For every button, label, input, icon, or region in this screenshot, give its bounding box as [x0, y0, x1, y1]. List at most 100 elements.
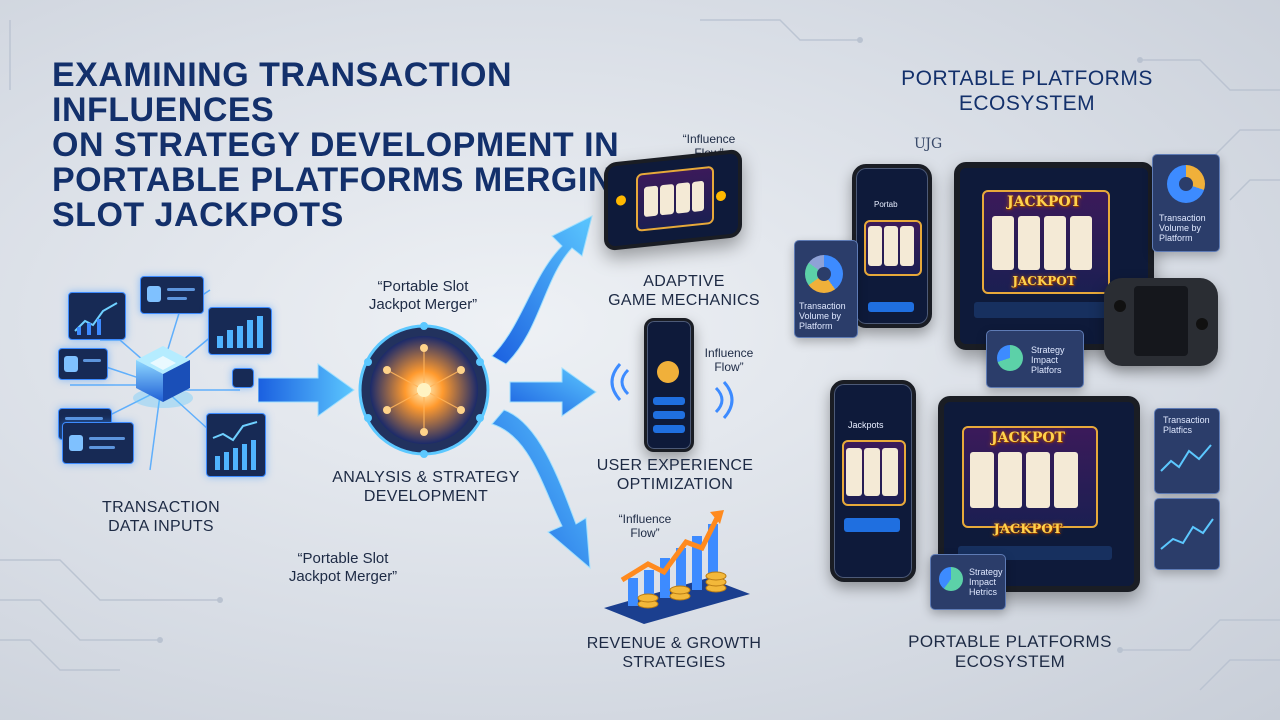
label-line: STRATEGIES — [622, 654, 726, 671]
quote-line: Jackpot Merger” — [368, 296, 478, 313]
quote-line: “Portable Slot — [377, 278, 469, 295]
arrow-down-icon — [491, 409, 591, 570]
arrow-right-icon — [509, 367, 597, 417]
card-text: Strategy Impact Platfors — [1031, 345, 1081, 375]
label-line: ANALYSIS & STRATEGY — [332, 469, 520, 486]
data-card-icon — [232, 368, 254, 388]
data-card-profile — [62, 422, 134, 464]
label-line: TRANSACTION — [102, 499, 220, 516]
card-line: Platform — [1159, 233, 1193, 243]
tablet-slot-game — [604, 148, 742, 252]
card-text: Strategy Impact Hetrics — [969, 567, 1005, 597]
title-line: PORTABLE PLATFORMS — [901, 67, 1153, 90]
arrow-right-icon — [258, 363, 355, 417]
user-icon — [147, 286, 161, 302]
ecosystem-title: PORTABLE PLATFORMS ECOSYSTEM — [852, 66, 1202, 116]
quote-line: Influence — [704, 346, 754, 360]
influence-quote: Influence Flow” — [694, 346, 764, 374]
label-line: ADAPTIVE — [643, 273, 725, 290]
data-cube-icon — [133, 346, 193, 408]
signal-waves-icon — [610, 363, 630, 401]
data-card-profile — [58, 348, 108, 380]
label-line: GAME MECHANICS — [608, 292, 760, 309]
card-line: Platfics — [1163, 425, 1193, 435]
jackpot-banner: JACKPOT — [993, 522, 1063, 537]
influence-quote: “Influence Flow” — [600, 512, 690, 540]
hub-label: ANALYSIS & STRATEGY DEVELOPMENT — [326, 468, 526, 506]
card-line: Transaction — [1159, 213, 1206, 223]
title-line: SLOT JACKPOTS — [52, 196, 344, 234]
title-line: PORTABLE PLATFORMS — [908, 632, 1112, 651]
tablet-slot-game: JACKPOT JACKPOT — [938, 396, 1140, 592]
title-line: ECOSYSTEM — [954, 652, 1066, 671]
ecosystem-bottom-title: PORTABLE PLATFORMS ECOSYSTEM — [880, 632, 1140, 672]
card-line: Volume by — [799, 311, 842, 321]
brand-logo: UJG — [914, 136, 943, 152]
hub-quote: “Portable Slot Jackpot Merger” — [338, 278, 508, 314]
info-card-strategy: Strategy Impact Hetrics — [930, 554, 1006, 610]
jackpot-banner: JACKPOT — [1007, 194, 1081, 210]
phone-slot-game: Jackpots — [830, 380, 916, 582]
jackpot-banner: JACKPOT — [991, 430, 1065, 446]
data-card-bars — [208, 307, 272, 355]
label-line: DEVELOPMENT — [363, 488, 489, 505]
info-card-trend — [1154, 498, 1220, 570]
user-icon — [69, 435, 83, 451]
label-line: DATA INPUTS — [108, 518, 214, 535]
phone-header: Portab — [874, 200, 898, 209]
quote-line: “Portable Slot — [297, 550, 389, 567]
quote-line: “Influence — [682, 132, 736, 146]
line-chart-icon — [1160, 518, 1214, 550]
phone-header: Jackpots — [848, 420, 884, 430]
bar-chart-icon — [74, 302, 118, 335]
card-text: Transaction Platfics — [1163, 415, 1217, 435]
card-line: Transaction — [1163, 415, 1210, 425]
quote-line: Flow” — [714, 360, 744, 374]
quote-line: Flow” — [630, 526, 660, 540]
label-line: USER EXPERIENCE — [596, 457, 754, 474]
card-line: Platfors — [1031, 365, 1062, 375]
title-line: EXAMINING TRANSACTION INFLUENCES — [52, 56, 513, 129]
info-card-transaction: Transaction Platfics — [1154, 408, 1220, 494]
growth-chart-icon — [604, 510, 750, 624]
label-line: OPTIMIZATION — [616, 476, 734, 493]
title-line: ECOSYSTEM — [958, 92, 1096, 115]
output-label-ux: USER EXPERIENCE OPTIMIZATION — [590, 456, 760, 494]
phone-ux — [644, 318, 694, 452]
quote-line: “Influence — [618, 512, 672, 526]
phone-slot-game: Portab — [852, 164, 932, 328]
card-line: Strategy — [1031, 345, 1065, 355]
title-line: PORTABLE PLATFORMS MERGING — [52, 161, 640, 199]
data-card-profile — [140, 276, 204, 314]
branch-arrows — [491, 215, 597, 570]
output-label-revenue: REVENUE & GROWTH STRATEGIES — [584, 634, 764, 672]
pie-chart-icon — [939, 567, 963, 591]
label-line: REVENUE & GROWTH — [586, 635, 762, 652]
card-line: Platform — [799, 321, 833, 331]
bar-chart-icon — [212, 421, 258, 470]
line-chart-icon — [1160, 444, 1212, 472]
data-card-chart — [68, 292, 126, 340]
card-line: Impact — [1031, 355, 1059, 365]
card-line: Volume by — [1159, 223, 1202, 233]
strategy-hub-icon — [358, 322, 490, 458]
card-line: Strategy — [969, 567, 1003, 577]
quote-line: Jackpot Merger” — [288, 568, 398, 585]
info-card-strategy: Strategy Impact Platfors — [986, 330, 1084, 388]
info-card-volume: Transaction Volume by Platform — [1152, 154, 1220, 252]
page-title: EXAMINING TRANSACTION INFLUENCES ON STRA… — [52, 58, 732, 233]
card-line: Transaction — [799, 301, 846, 311]
lower-quote: “Portable Slot Jackpot Merger” — [258, 550, 428, 586]
user-icon — [64, 356, 78, 372]
data-card-bars — [206, 413, 266, 477]
pie-chart-icon — [997, 345, 1023, 371]
info-card-volume: Transaction Volume by Platform — [794, 240, 858, 338]
handheld-console — [1104, 278, 1218, 366]
output-label-mechanics: ADAPTIVE GAME MECHANICS — [604, 272, 764, 310]
inputs-label: TRANSACTION DATA INPUTS — [86, 498, 236, 536]
title-line: ON STRATEGY DEVELOPMENT IN — [52, 126, 620, 164]
signal-waves-icon — [714, 381, 734, 419]
bar-chart-icon — [217, 316, 263, 348]
arrow-up-icon — [491, 215, 593, 365]
